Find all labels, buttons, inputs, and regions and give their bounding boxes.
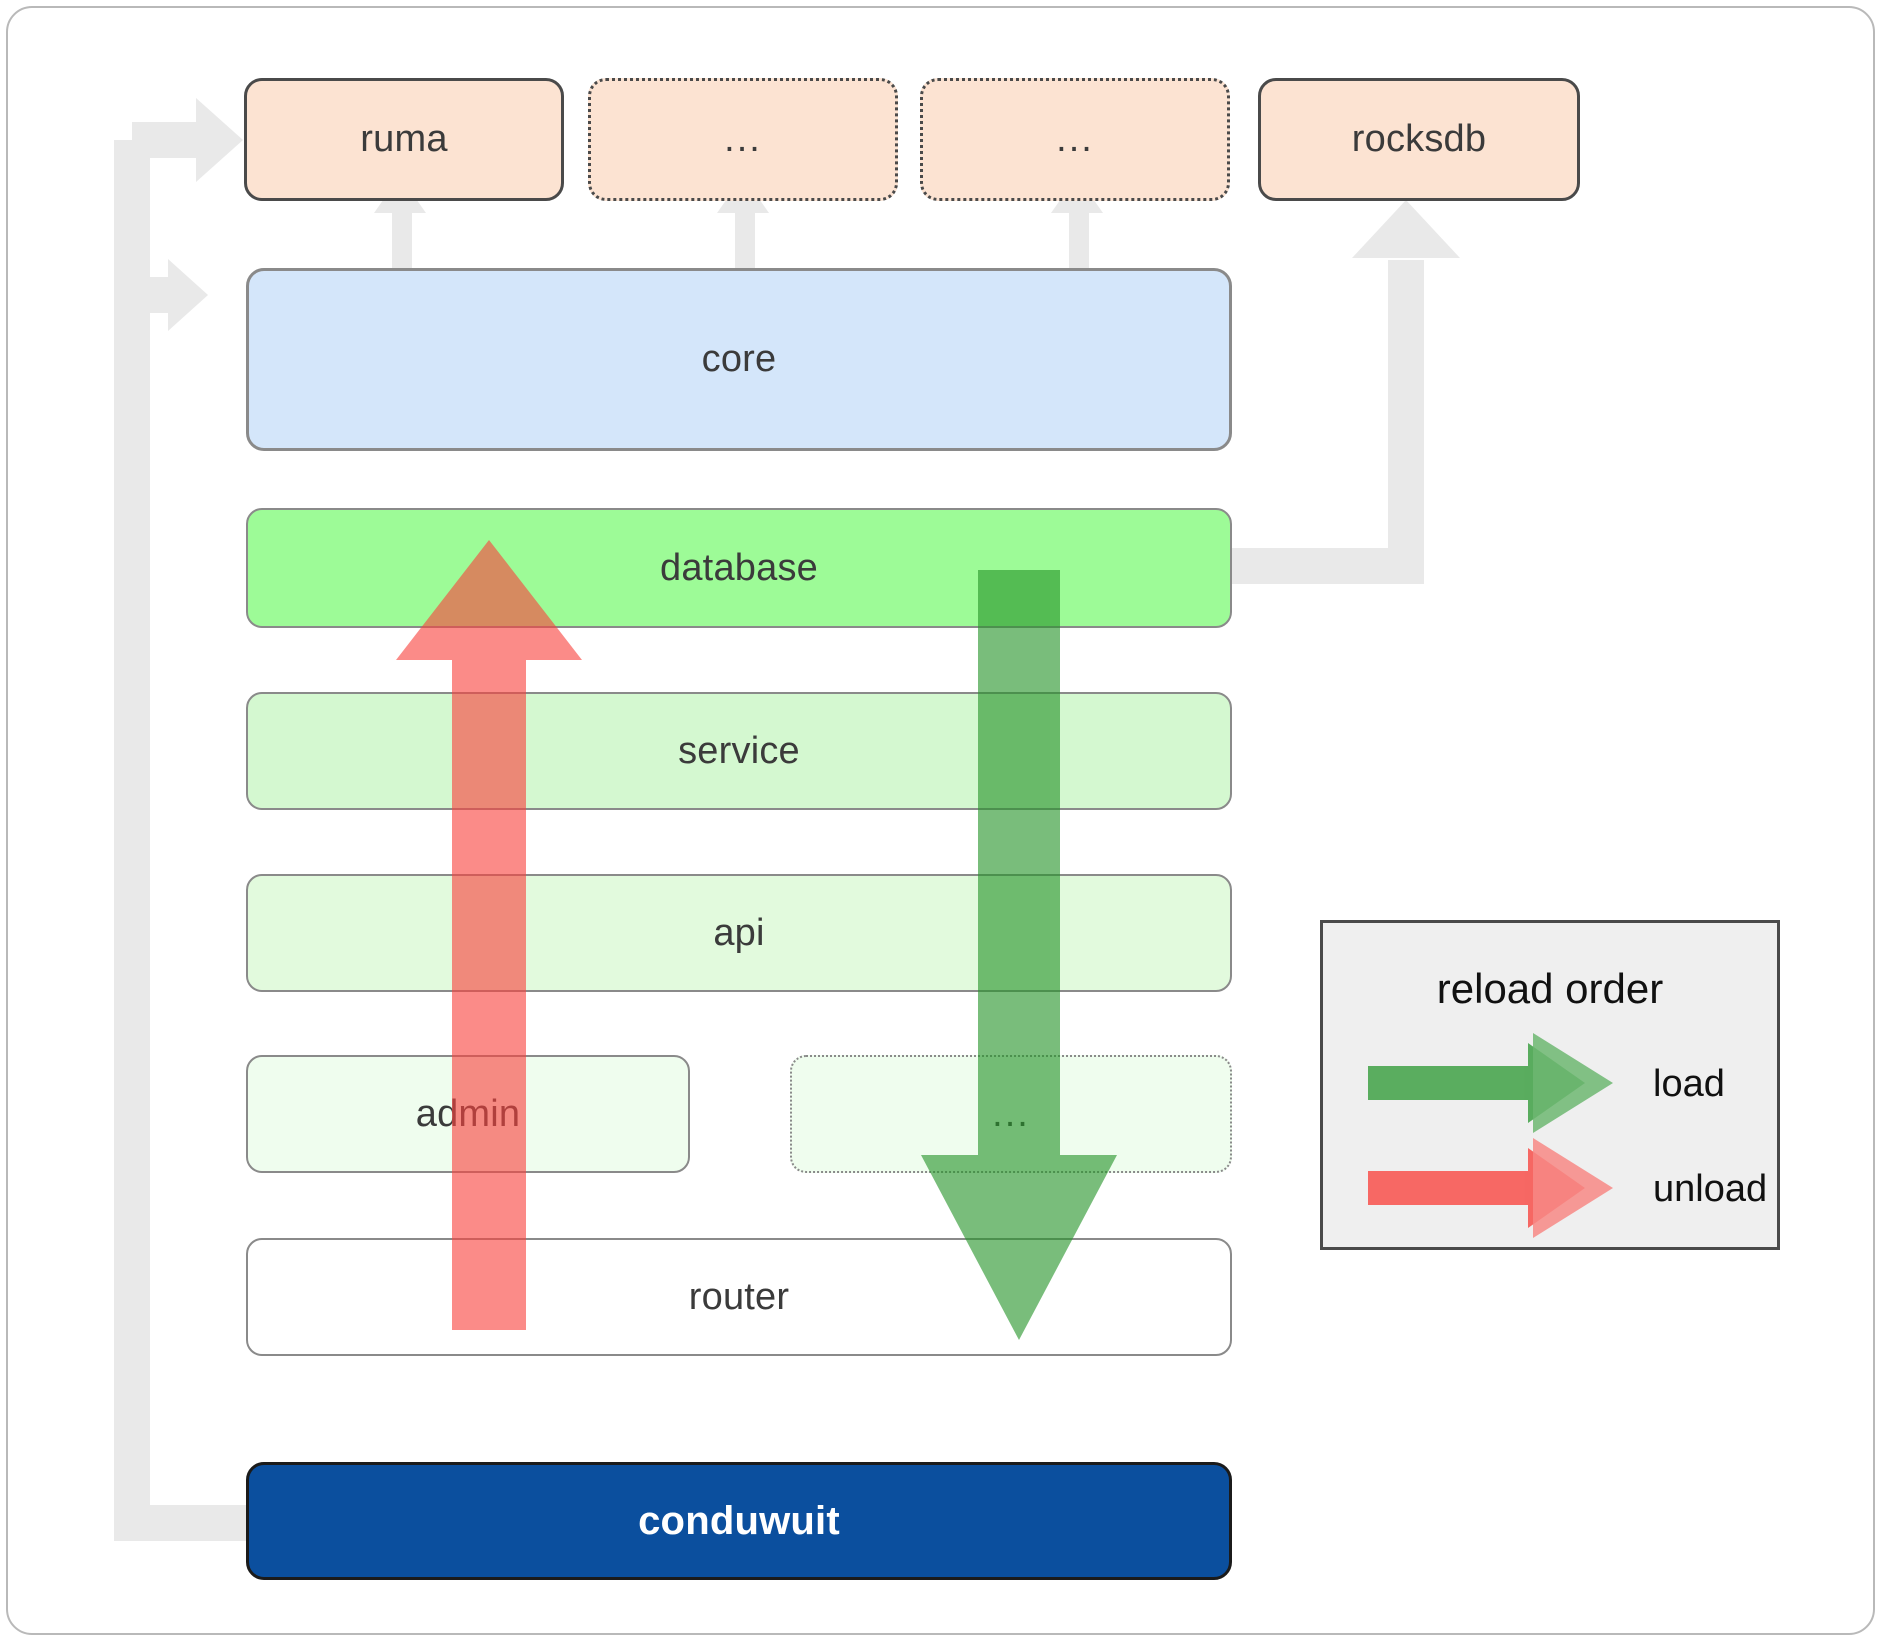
node-database[interactable]: database xyxy=(246,508,1232,628)
legend-label-unload: unload xyxy=(1653,1168,1768,1210)
node-rocksdb-label: rocksdb xyxy=(1351,118,1487,160)
node-dependency-placeholder-2-label: ... xyxy=(1056,118,1094,160)
node-dependency-placeholder-2[interactable]: ... xyxy=(920,78,1230,201)
node-dependency-placeholder-1[interactable]: ... xyxy=(588,78,898,201)
node-admin-label: admin xyxy=(415,1092,521,1135)
node-layer-placeholder[interactable]: ... xyxy=(790,1055,1232,1173)
node-api-label: api xyxy=(713,911,765,954)
legend-label-load: load xyxy=(1653,1063,1725,1105)
node-ruma-label: ruma xyxy=(360,118,448,160)
node-conduwuit-label: conduwuit xyxy=(638,1498,840,1543)
node-router-label: router xyxy=(688,1275,790,1318)
load-arrow-icon xyxy=(1368,1033,1613,1133)
node-admin[interactable]: admin xyxy=(246,1055,690,1173)
node-core[interactable]: core xyxy=(246,268,1232,451)
unload-arrow-icon xyxy=(1368,1138,1613,1238)
node-layer-placeholder-label: ... xyxy=(992,1092,1030,1135)
node-core-label: core xyxy=(701,338,777,380)
node-ruma[interactable]: ruma xyxy=(244,78,564,201)
legend-panel: reload order load unload xyxy=(1320,920,1780,1250)
node-service-label: service xyxy=(678,729,800,772)
node-database-label: database xyxy=(660,546,818,589)
node-rocksdb[interactable]: rocksdb xyxy=(1258,78,1580,201)
node-api[interactable]: api xyxy=(246,874,1232,992)
legend-arrow-icons xyxy=(1368,1033,1613,1238)
node-router[interactable]: router xyxy=(246,1238,1232,1356)
node-service[interactable]: service xyxy=(246,692,1232,810)
node-conduwuit[interactable]: conduwuit xyxy=(246,1462,1232,1580)
legend-title: reload order xyxy=(1436,965,1664,1012)
node-dependency-placeholder-1-label: ... xyxy=(724,118,762,160)
diagram-frame xyxy=(6,6,1875,1635)
